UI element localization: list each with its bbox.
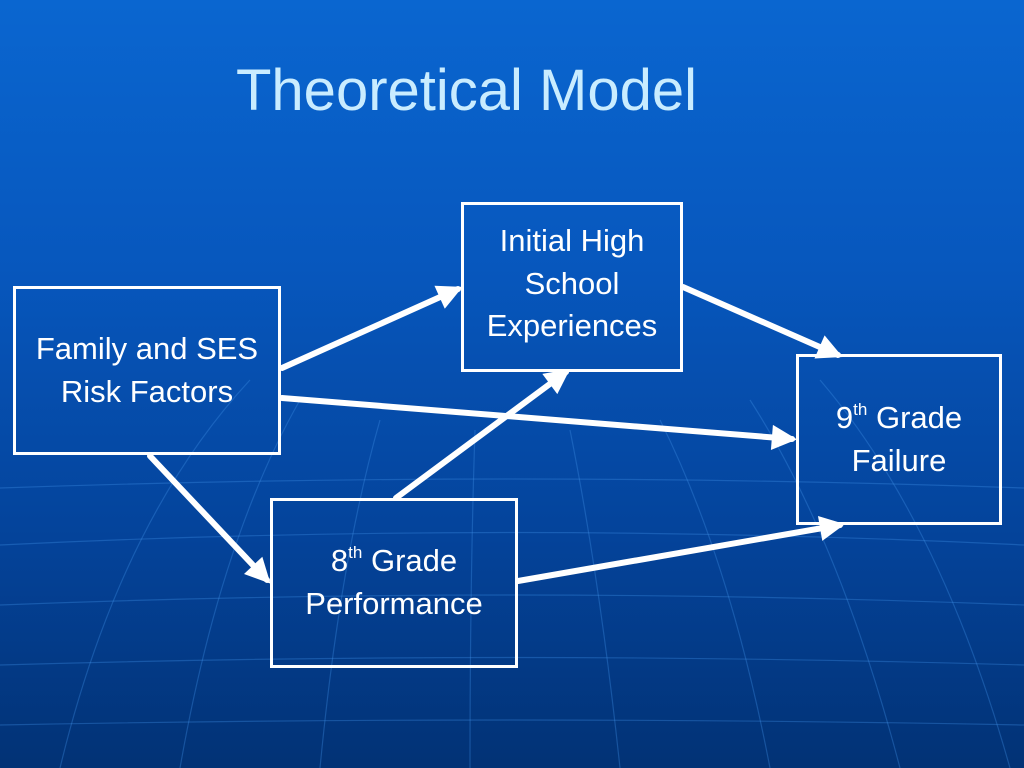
node-label-line: Failure bbox=[851, 442, 947, 478]
grade-word: Grade bbox=[875, 399, 963, 435]
arrow-highschool-to-grade9 bbox=[680, 284, 843, 359]
node-label-line: Risk Factors bbox=[60, 373, 234, 409]
arrow-grade8-to-grade9 bbox=[515, 516, 845, 584]
node-initial-high-school-experiences: Initial High School Experiences bbox=[461, 202, 683, 372]
slide-title: Theoretical Model bbox=[236, 58, 697, 123]
arrow-family-to-grade9 bbox=[279, 395, 798, 450]
ordinal-number: 9 bbox=[835, 399, 854, 435]
arrow-family-to-highschool bbox=[279, 285, 463, 371]
node-family-ses-risk-factors: Family and SES Risk Factors bbox=[13, 286, 281, 455]
node-label-line: Initial High bbox=[499, 222, 645, 258]
ordinal-number: 8 bbox=[330, 543, 349, 579]
node-label-line: Family and SES bbox=[35, 330, 259, 366]
node-label-line: Experiences bbox=[486, 308, 658, 344]
ordinal-suffix: th bbox=[348, 543, 363, 563]
node-label-line: 8th Grade bbox=[305, 540, 482, 583]
node-label-line: 9th Grade bbox=[836, 397, 962, 440]
arrow-family-to-grade8 bbox=[147, 453, 271, 584]
arrow-grade8-to-highschool bbox=[393, 368, 571, 501]
node-9th-grade-failure: 9th Grade Failure bbox=[796, 354, 1002, 525]
grade-word: Grade bbox=[370, 543, 458, 579]
node-label-line: Performance bbox=[305, 586, 483, 621]
node-label-line: School bbox=[524, 265, 620, 301]
node-8th-grade-performance: 8th Grade Performance bbox=[270, 498, 518, 668]
ordinal-suffix: th bbox=[853, 399, 868, 419]
